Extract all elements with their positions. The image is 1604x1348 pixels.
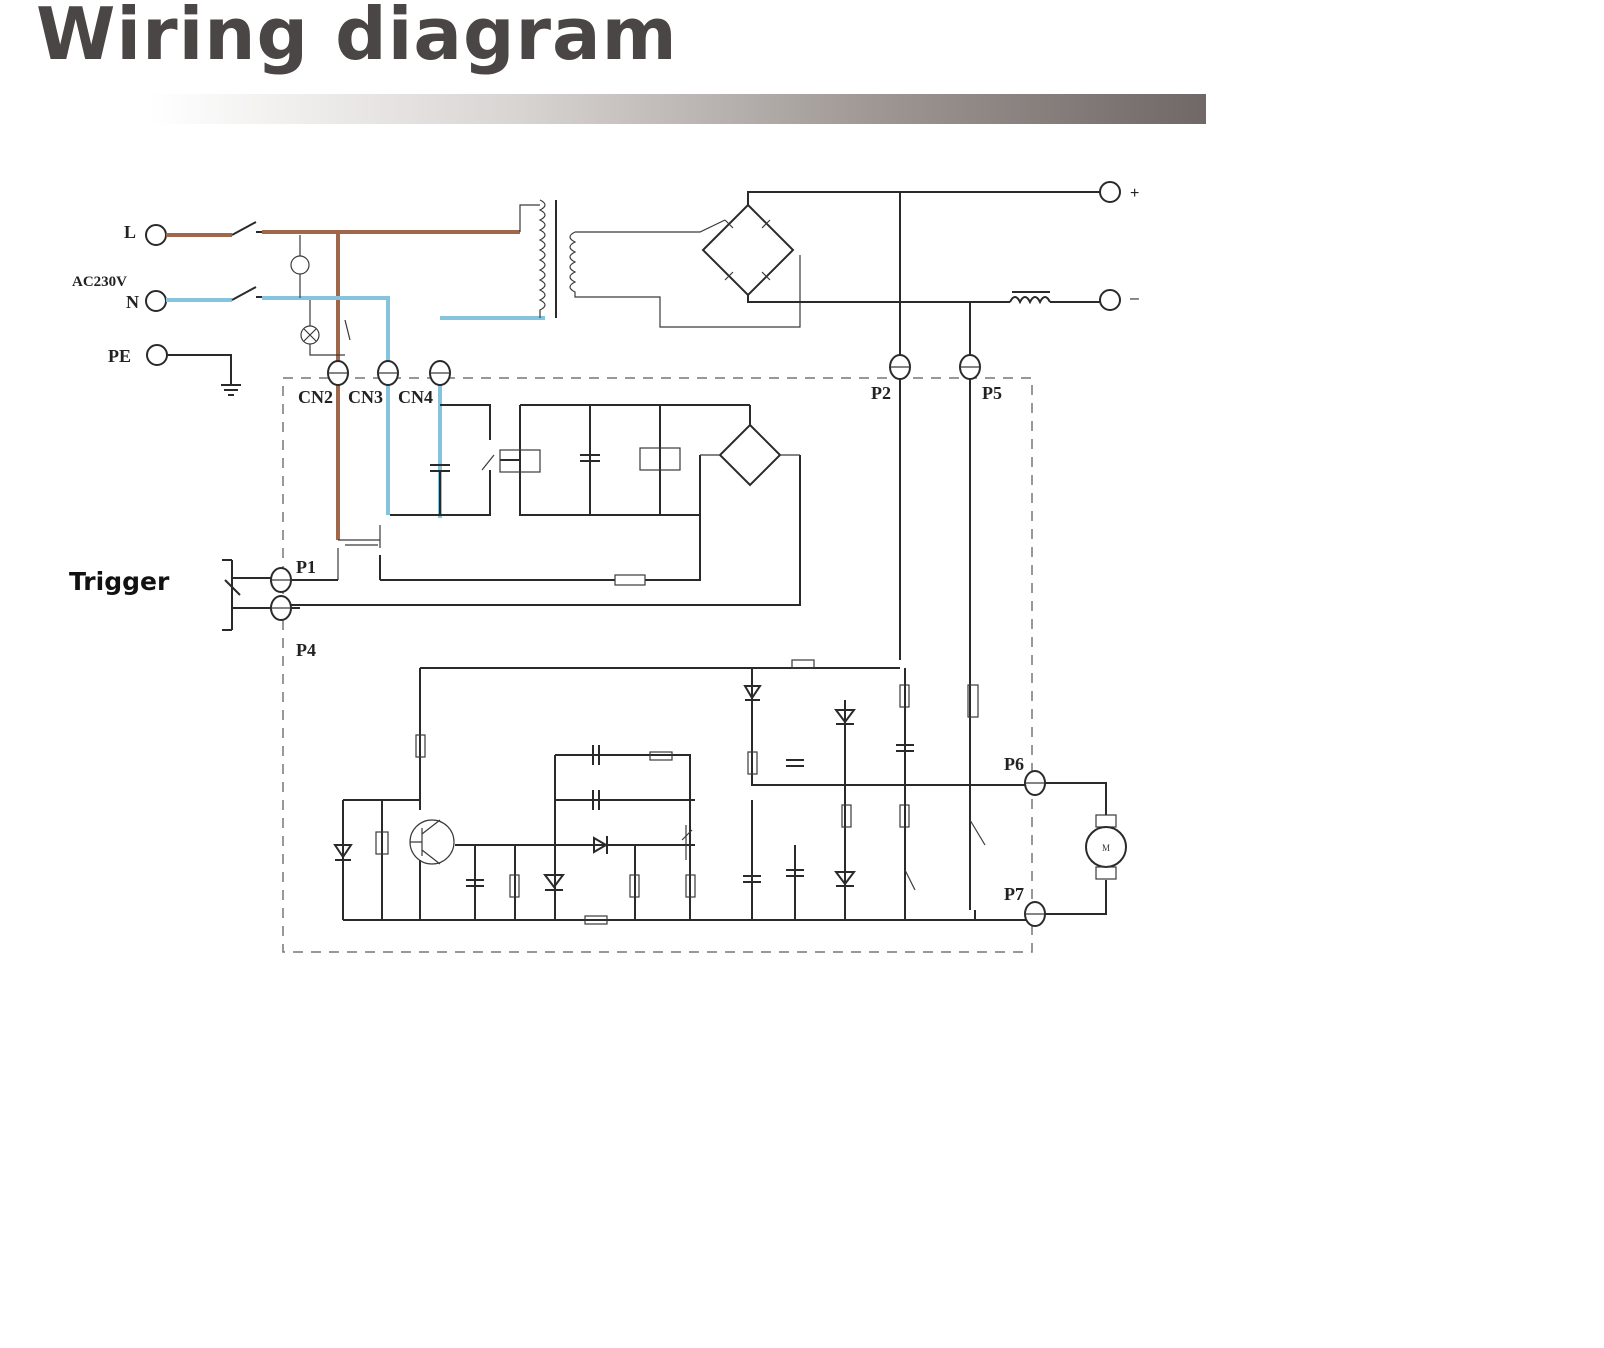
- connector-p1[interactable]: [270, 567, 292, 593]
- title-banner: [150, 94, 1206, 124]
- output-bridge-rectifier-icon: [701, 203, 795, 297]
- capacitor-c8-icon: [786, 759, 804, 767]
- capacitor-c2-icon: [580, 454, 600, 462]
- neutral-label: N: [126, 292, 139, 312]
- capacitor-c1-icon: [430, 464, 450, 472]
- live-terminal[interactable]: [145, 224, 167, 246]
- thermistor-icon: [375, 831, 389, 855]
- wire-feeder-motor-icon: M: [1085, 814, 1127, 880]
- earth-terminal[interactable]: [146, 344, 168, 366]
- diode-d2-icon: [743, 685, 762, 701]
- capacitor-c3-icon: [896, 744, 914, 752]
- resistor-r4-icon: [747, 751, 758, 775]
- resistor-r13-icon: [967, 684, 979, 718]
- capacitor-c10-icon: [786, 869, 804, 877]
- resistor-r14-icon: [629, 874, 640, 898]
- control-board-wiring: [290, 404, 801, 606]
- thermal-switch-icon: [344, 319, 351, 341]
- connector-cn3[interactable]: [377, 360, 399, 386]
- negative-label: –: [1130, 290, 1139, 307]
- live-wire: [166, 230, 520, 540]
- resistor-r3-icon: [899, 684, 910, 708]
- p6-label: P6: [1004, 754, 1024, 774]
- output-negative-rail: [747, 295, 1100, 303]
- output-choke-icon: [1009, 291, 1051, 305]
- neutral-switch-icon: [231, 286, 262, 301]
- earth-ground-icon: [167, 354, 241, 396]
- supply-label: AC230V: [72, 274, 127, 290]
- relay-contact-cr1-icon: [969, 819, 986, 846]
- board-outline: [282, 377, 1033, 953]
- control-transformer-icon: [337, 525, 381, 580]
- connector-p5[interactable]: [959, 354, 981, 380]
- p1-label: P1: [296, 557, 316, 577]
- relay-contact-icon: [481, 454, 495, 471]
- resistor-r5-icon: [791, 659, 815, 669]
- relay-contact-cr2-icon: [904, 869, 916, 891]
- resistor-r9-icon: [415, 734, 426, 758]
- capacitor-c5-icon: [466, 879, 484, 887]
- p4-label: P4: [296, 640, 316, 660]
- earth-label: PE: [108, 346, 131, 366]
- connector-p2[interactable]: [889, 354, 911, 380]
- main-transformer-icon: [519, 199, 801, 328]
- p2-label: P2: [871, 383, 891, 403]
- resistor-r-icon: [614, 574, 646, 586]
- p7-label: P7: [1004, 884, 1024, 904]
- diode-d9-icon: [593, 836, 608, 854]
- connector-p4[interactable]: [270, 595, 292, 621]
- resistor-r18-icon: [841, 804, 852, 828]
- positive-label: +: [1130, 185, 1139, 202]
- transistor-icon: [409, 819, 455, 865]
- relay-coil-icon: [499, 449, 541, 473]
- connector-p7[interactable]: [1024, 901, 1046, 927]
- live-label: L: [124, 222, 136, 242]
- p5-label: P5: [982, 383, 1002, 403]
- cn3-label: CN3: [348, 387, 383, 407]
- connector-p6[interactable]: [1024, 770, 1046, 796]
- relay-coil-2-icon: [639, 447, 681, 471]
- connector-cn4[interactable]: [429, 360, 451, 386]
- resistor-r12-icon: [685, 874, 696, 898]
- diode-d6-icon: [834, 871, 856, 887]
- positive-output-terminal[interactable]: [1099, 181, 1121, 203]
- capacitor-c4-icon: [592, 790, 600, 810]
- capacitor-c6-icon: [592, 745, 600, 765]
- fuse-icon: [290, 255, 310, 275]
- resistor-r19-icon: [899, 804, 910, 828]
- cn2-label: CN2: [298, 387, 333, 407]
- output-positive-rail: [747, 191, 1100, 205]
- board-bridge-rectifier-icon: [700, 423, 800, 487]
- page-title: Wiring diagram: [36, 0, 678, 76]
- diode-d8-icon: [543, 874, 565, 891]
- live-switch-icon: [231, 221, 262, 236]
- trigger-label: Trigger: [69, 567, 170, 596]
- connector-cn2[interactable]: [327, 360, 349, 386]
- neutral-terminal[interactable]: [145, 290, 167, 312]
- zener-diode-icon: [333, 844, 353, 861]
- resistor-r10-icon: [509, 874, 520, 898]
- resistor-r7-icon: [584, 915, 608, 925]
- trigger-switch-icon: [222, 559, 272, 631]
- svg-text:M: M: [1102, 843, 1110, 853]
- potentiometer-icon: [681, 825, 693, 860]
- neutral-wire: [166, 296, 545, 518]
- resistor-r11-icon: [649, 751, 673, 761]
- scr-icon: [834, 709, 856, 725]
- capacitor-c9-icon: [743, 875, 761, 883]
- feeder-control-wiring: [342, 667, 1030, 921]
- cn4-label: CN4: [398, 387, 433, 407]
- negative-output-terminal[interactable]: [1099, 289, 1121, 311]
